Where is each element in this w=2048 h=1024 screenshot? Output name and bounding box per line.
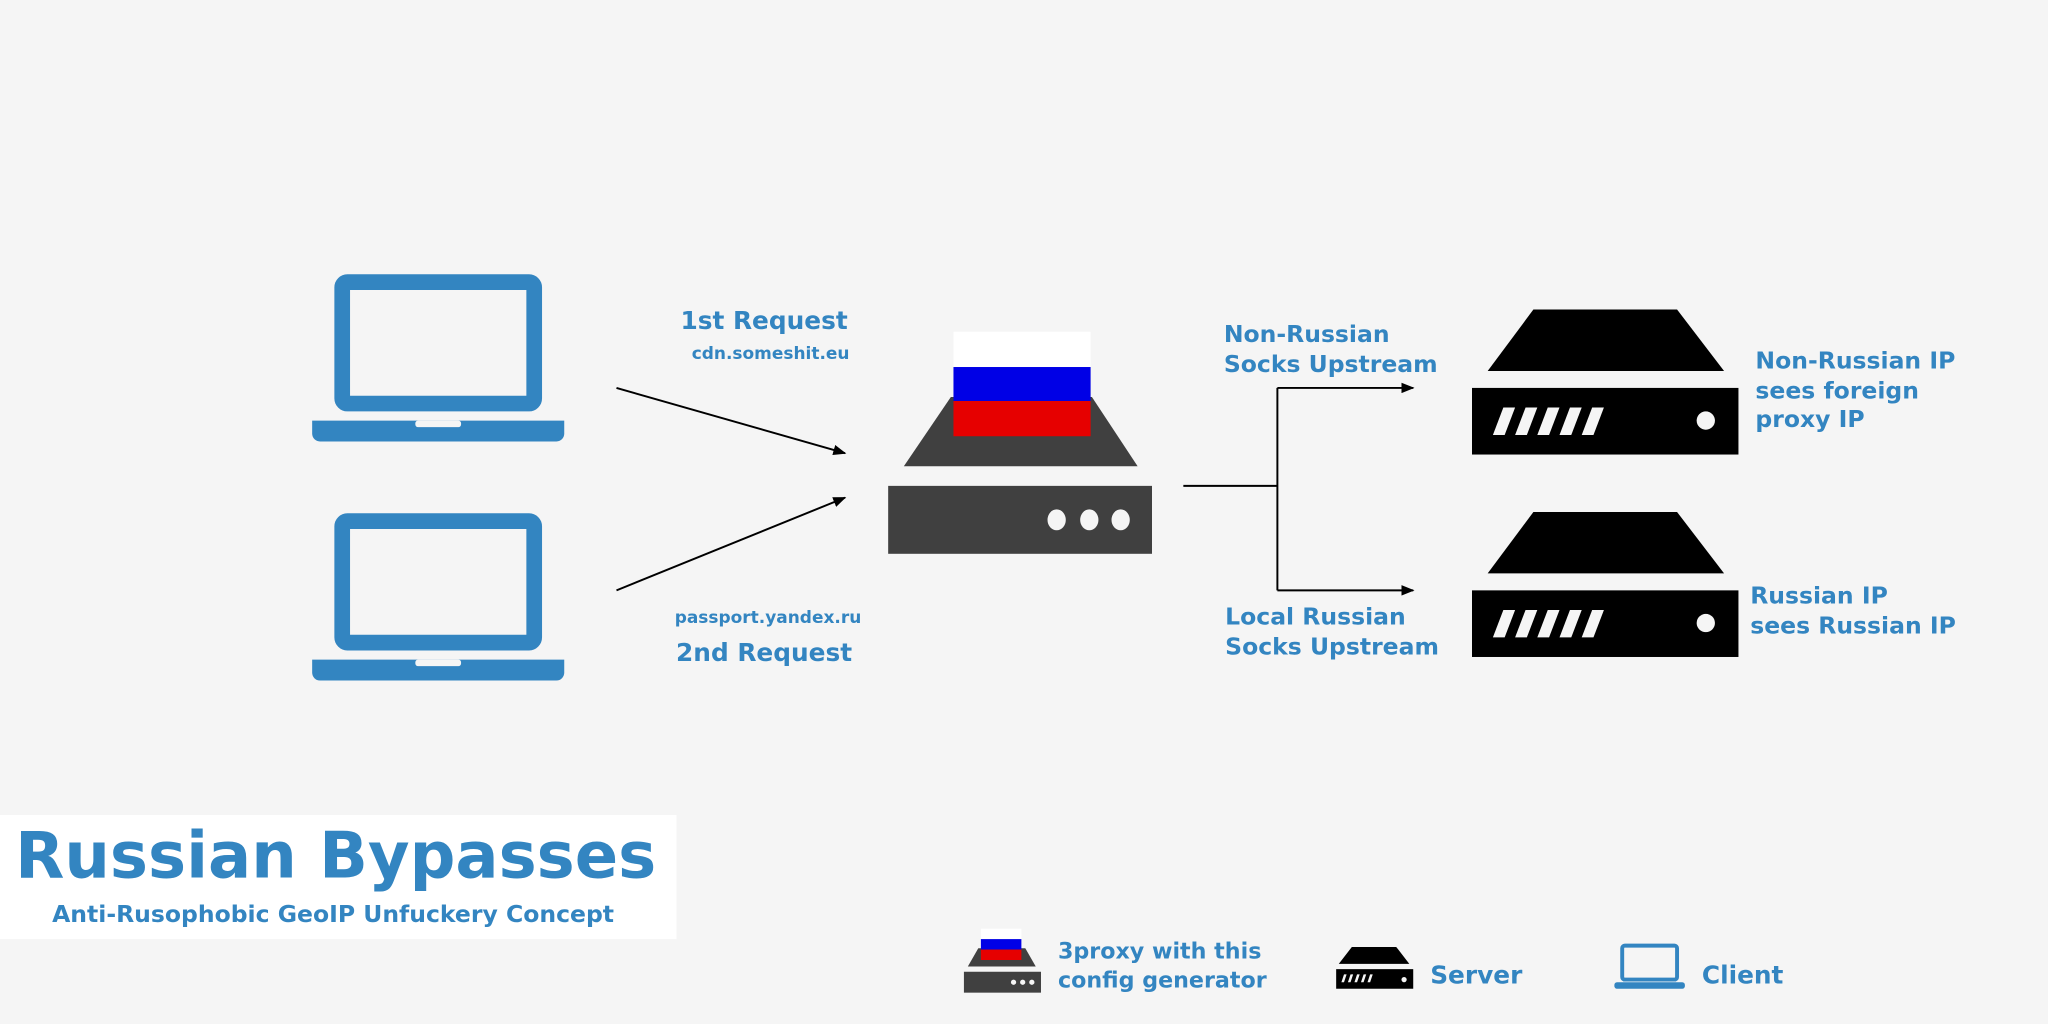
second-request-arrow xyxy=(616,496,847,592)
second-request-label: 2nd Request xyxy=(676,638,852,667)
legend-client-label: Client xyxy=(1702,961,1784,990)
legend-proxy-line1: 3proxy with this xyxy=(1058,939,1261,965)
legend-proxy-line2: config generator xyxy=(1058,967,1267,993)
first-request-label: 1st Request xyxy=(680,306,847,335)
non-russian-upstream-line1: Non-Russian xyxy=(1224,320,1390,348)
first-request-arrow xyxy=(616,386,847,456)
russian-server-icon xyxy=(1472,512,1739,657)
non-russian-result-line3: proxy IP xyxy=(1755,405,1864,433)
legend-server-label: Server xyxy=(1430,961,1523,990)
non-russian-result-line1: Non-Russian IP xyxy=(1755,346,1955,374)
foreign-server-icon xyxy=(1472,309,1739,455)
client-laptop-icon-1 xyxy=(312,282,564,441)
non-russian-upstream-line2: Socks Upstream xyxy=(1224,350,1438,378)
legend-proxy-icon xyxy=(963,928,1041,993)
title-box: Russian Bypasses Anti-Rusophobic GeoIP U… xyxy=(0,815,677,940)
legend: 3proxy with this config generator Server… xyxy=(963,928,1784,993)
client-laptop-icon-2 xyxy=(312,521,564,680)
local-russian-upstream-line2: Socks Upstream xyxy=(1225,632,1439,660)
page-title: Russian Bypasses xyxy=(15,820,656,894)
legend-server-icon xyxy=(1336,946,1414,989)
legend-client-icon xyxy=(1614,943,1685,989)
russian-result-line1: Russian IP xyxy=(1750,581,1888,609)
second-request-host: passport.yandex.ru xyxy=(675,608,862,628)
upstream-branch-connector xyxy=(1183,382,1415,596)
russian-result-line2: sees Russian IP xyxy=(1750,611,1956,639)
first-request-host: cdn.someshit.eu xyxy=(692,344,850,364)
proxy-flag-server-icon xyxy=(888,331,1152,554)
page-subtitle: Anti-Rusophobic GeoIP Unfuckery Concept xyxy=(52,900,614,928)
non-russian-result-line2: sees foreign xyxy=(1755,376,1919,404)
local-russian-upstream-line1: Local Russian xyxy=(1225,602,1406,630)
